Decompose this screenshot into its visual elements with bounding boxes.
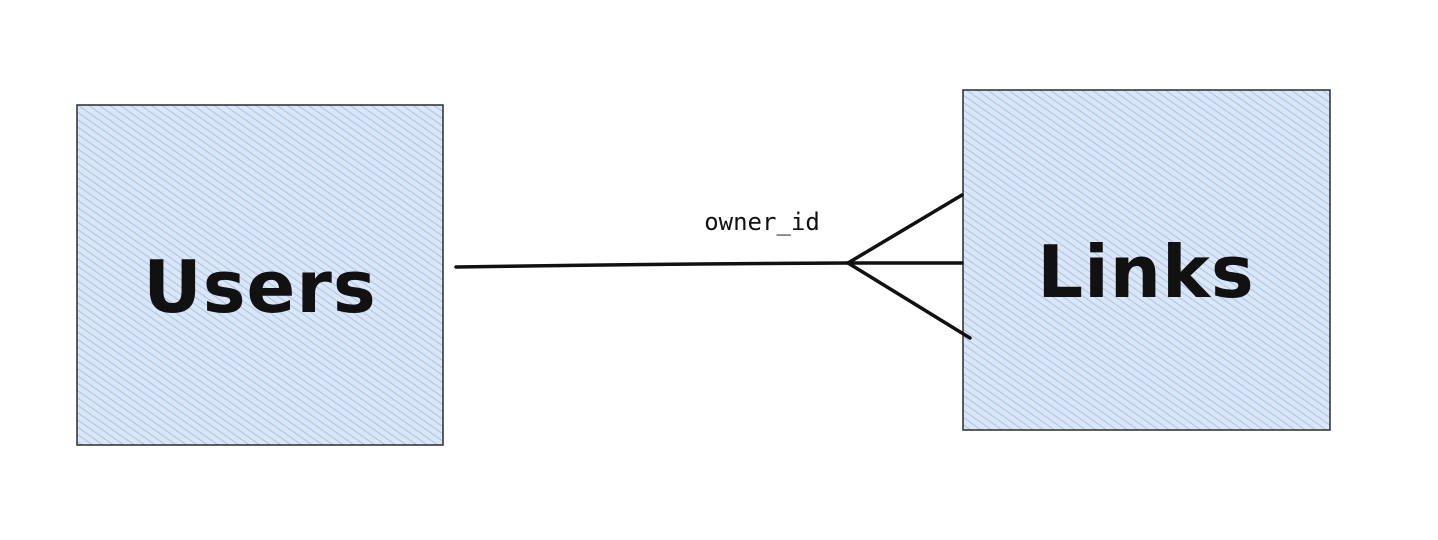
- relationship-users-links[interactable]: owner_id: [454, 193, 972, 340]
- entity-links-label: Links: [1037, 230, 1255, 314]
- relationship-line: [454, 261, 850, 269]
- entity-users-label: Users: [143, 245, 377, 329]
- relationship-label: owner_id: [704, 208, 820, 236]
- crows-foot-many-icon: [846, 193, 972, 340]
- entity-links[interactable]: Links: [962, 89, 1331, 431]
- entity-users[interactable]: Users: [76, 104, 444, 446]
- entity-users-box: [76, 104, 444, 446]
- entity-links-box: [962, 89, 1331, 431]
